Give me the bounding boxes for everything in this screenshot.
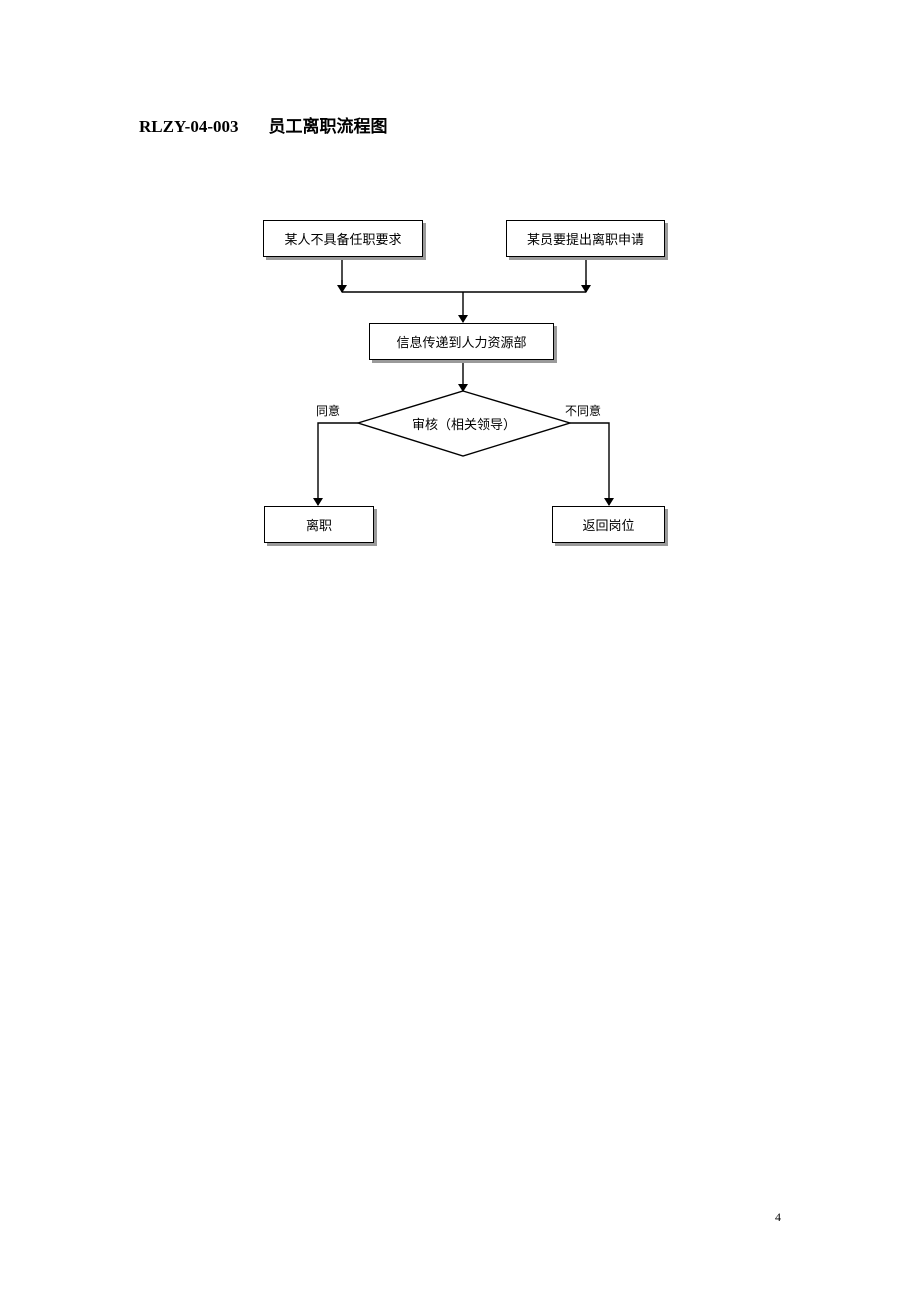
hr-step-label: 信息传递到人力资源部 — [396, 336, 527, 351]
document-code: RLZY-04-003 — [139, 117, 239, 136]
document-title: 员工离职流程图 — [268, 117, 388, 137]
result-yes-label: 离职 — [305, 519, 332, 534]
document-heading: RLZY-04-003 员工离职流程图 — [139, 112, 388, 137]
start-box-right: 某员要提出离职申请 — [506, 220, 665, 257]
result-box-no: 返回岗位 — [552, 506, 665, 543]
hr-step-box: 信息传递到人力资源部 — [369, 323, 554, 360]
connector-no — [570, 422, 614, 506]
branch-yes-label: 同意 — [316, 404, 341, 418]
branch-no-label: 不同意 — [565, 404, 602, 418]
start-box-right-label: 某员要提出离职申请 — [526, 233, 644, 248]
decision-diamond — [355, 390, 573, 457]
result-box-yes: 离职 — [264, 506, 374, 543]
connector-yes — [313, 422, 358, 506]
start-box-left-label: 某人不具备任职要求 — [284, 233, 402, 248]
page-number: 4 — [775, 1210, 781, 1224]
start-box-left: 某人不具备任职要求 — [263, 220, 423, 257]
result-no-label: 返回岗位 — [582, 519, 635, 534]
decision-label: 审核（相关领导） — [411, 417, 516, 433]
